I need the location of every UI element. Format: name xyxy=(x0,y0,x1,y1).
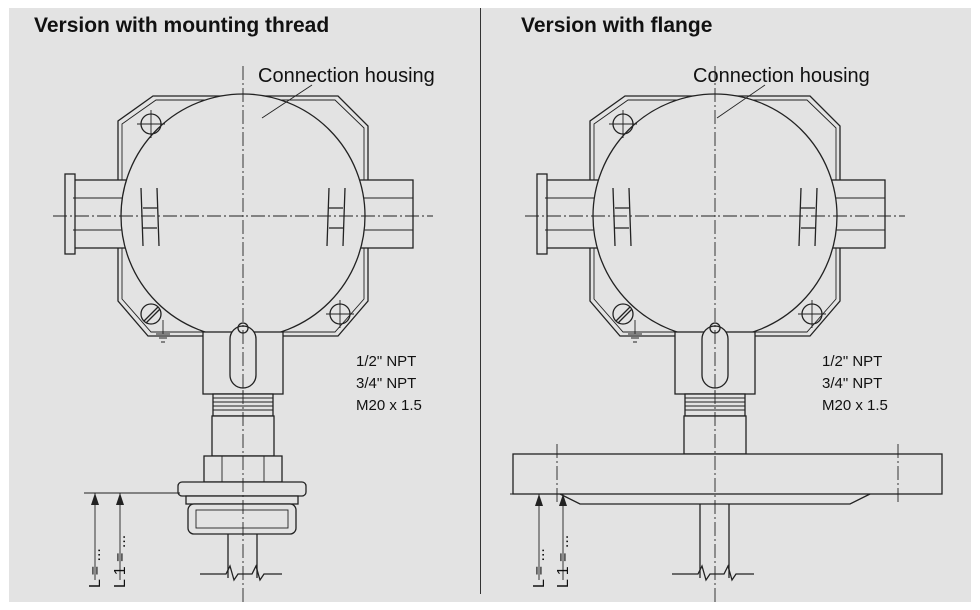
left-thread-3: M20 x 1.5 xyxy=(356,397,422,414)
left-housing-leader xyxy=(261,84,313,119)
heading-mounting-thread: Version with mounting thread xyxy=(34,14,330,37)
right-flange-connection xyxy=(510,390,943,605)
right-dim-L1: L 1 = ... xyxy=(555,535,572,588)
right-thread-1: 1/2" NPT xyxy=(822,353,882,370)
left-dim-L: L = ... xyxy=(87,548,104,588)
right-housing-label: Connection housing xyxy=(693,65,870,87)
heading-flange: Version with flange xyxy=(521,14,713,37)
left-dimension-arrows xyxy=(91,493,124,580)
right-housing-leader xyxy=(716,84,766,119)
left-housing-label: Connection housing xyxy=(258,65,435,87)
left-dim-L1: L 1 = ... xyxy=(112,535,129,588)
panel-divider xyxy=(480,8,481,594)
right-thread-3: M20 x 1.5 xyxy=(822,397,888,414)
left-threaded-connection xyxy=(84,390,307,605)
left-thread-1: 1/2" NPT xyxy=(356,353,416,370)
left-thread-2: 3/4" NPT xyxy=(356,375,416,392)
right-thread-2: 3/4" NPT xyxy=(822,375,882,392)
right-dimension-arrows xyxy=(535,494,567,580)
right-dim-L: L = ... xyxy=(531,548,548,588)
